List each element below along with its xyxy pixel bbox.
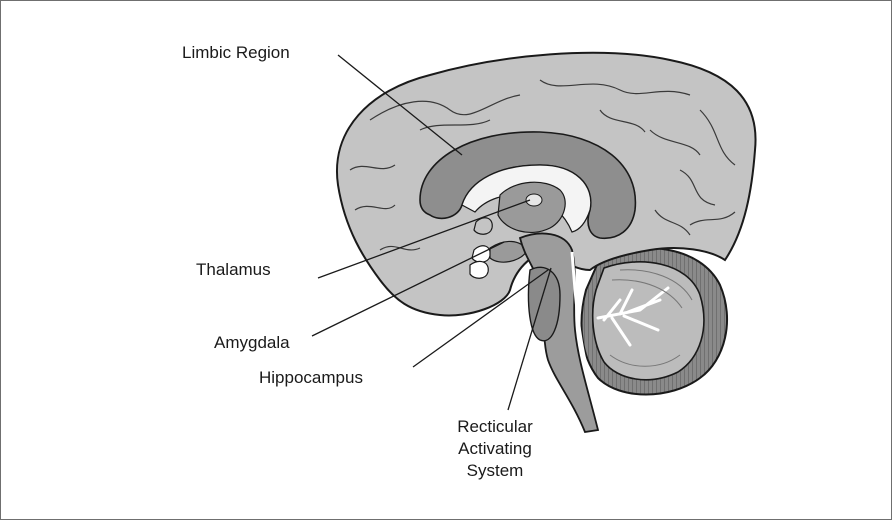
label-recticular-activating-system: Recticular Activating System [440, 416, 550, 482]
label-ras-line3: System [440, 460, 550, 482]
label-amygdala: Amygdala [214, 333, 290, 353]
label-thalamus: Thalamus [196, 260, 271, 280]
label-hippocampus: Hippocampus [259, 368, 363, 388]
label-ras-line2: Activating [440, 438, 550, 460]
cerebellum [582, 248, 728, 394]
label-ras-line1: Recticular [440, 416, 550, 438]
label-limbic-region: Limbic Region [182, 43, 290, 63]
